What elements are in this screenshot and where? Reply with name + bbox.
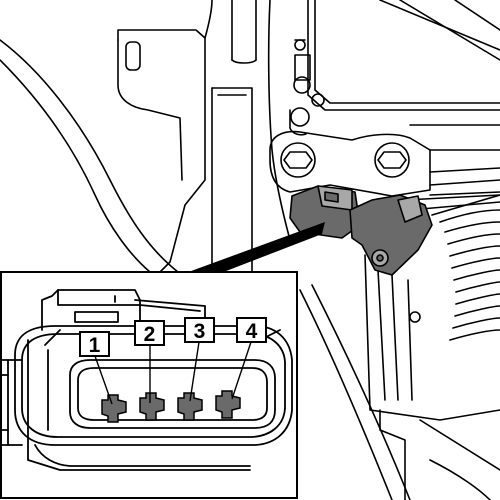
pin-label-3-text: 3 — [194, 320, 206, 343]
pin-label-1: 1 — [79, 331, 110, 357]
pin-label-2-text: 2 — [144, 323, 156, 346]
connector-inset: 1 2 3 4 — [0, 271, 298, 499]
pin-leader-lines — [94, 341, 252, 405]
pin-label-2: 2 — [134, 320, 165, 346]
pin-label-1-text: 1 — [89, 334, 101, 357]
pin-3-terminal — [177, 392, 203, 421]
callout-leader — [172, 222, 325, 278]
pin-2-terminal — [139, 392, 165, 421]
pin-4-terminal — [215, 390, 241, 419]
pin-label-3: 3 — [184, 317, 215, 343]
connector-housing — [0, 289, 293, 471]
pin-label-4-text: 4 — [246, 320, 258, 343]
pin-1-terminal — [101, 394, 127, 423]
sensor-with-plug — [289, 185, 433, 276]
pin-label-4: 4 — [236, 317, 267, 343]
